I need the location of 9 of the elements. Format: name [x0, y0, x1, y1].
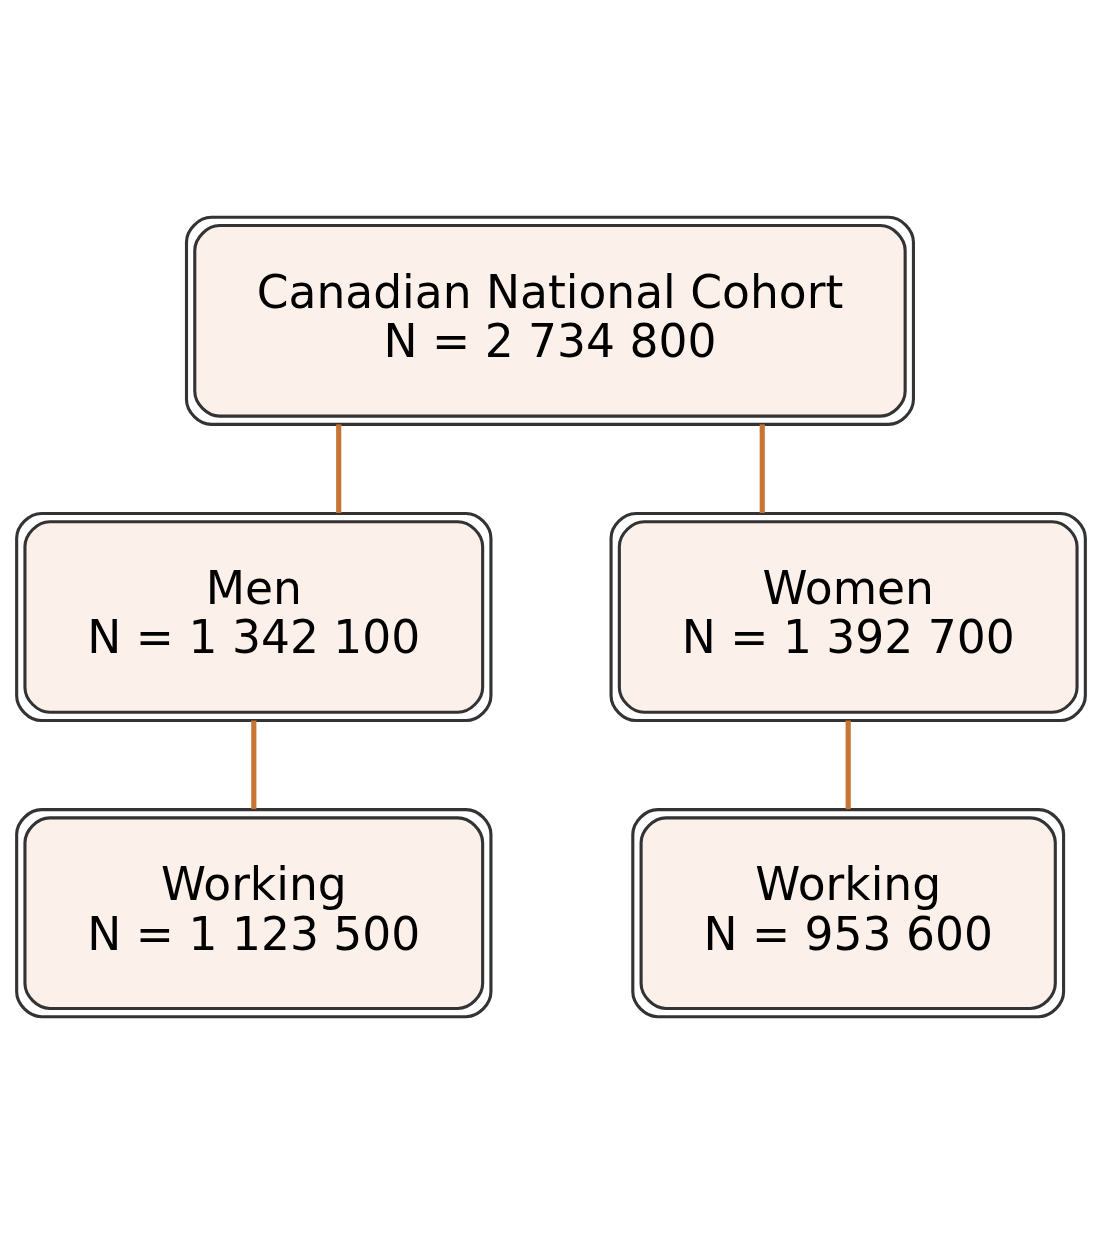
node-box: Women N = 1 392 700	[609, 511, 1087, 722]
connector	[759, 423, 765, 513]
connector	[336, 423, 342, 513]
connector	[251, 720, 257, 809]
node-box: Working N = 953 600	[631, 807, 1066, 1018]
connector	[845, 720, 851, 809]
node-box: Men N = 1 342 100	[15, 511, 493, 722]
node-box: Working N = 1 123 500	[15, 807, 493, 1018]
node-box: Canadian National Cohort N = 2 734 800	[184, 215, 915, 426]
